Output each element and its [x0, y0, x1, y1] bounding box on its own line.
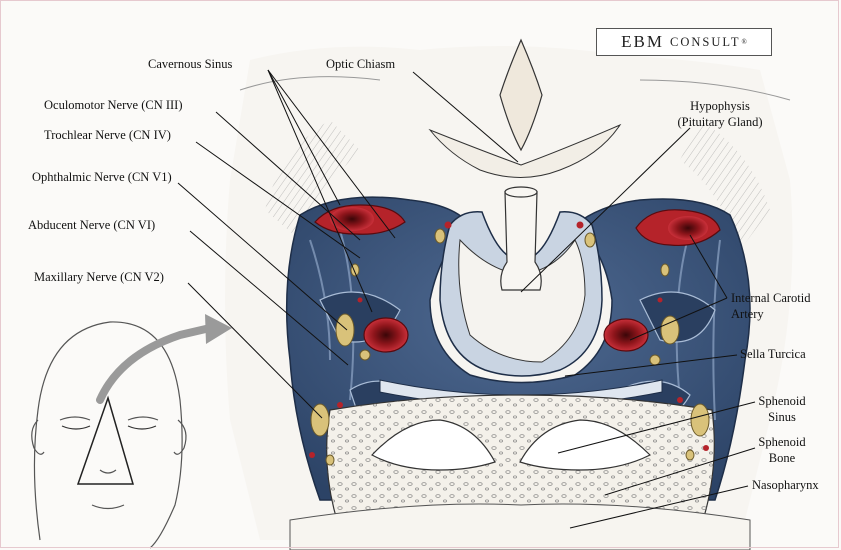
- label-trochlear-nerve: Trochlear Nerve (CN IV): [44, 128, 171, 143]
- sphenoid-bone-shape: [290, 395, 750, 550]
- label-sphenoid-sinus-2: Sinus: [768, 410, 796, 425]
- label-artery: Artery: [731, 307, 764, 322]
- label-oculomotor-nerve: Oculomotor Nerve (CN III): [44, 98, 183, 113]
- logo-word: CONSULT: [670, 35, 741, 50]
- label-pituitary-gland: (Pituitary Gland): [677, 115, 762, 130]
- logo-brand: EBM: [621, 32, 664, 52]
- label-hypophysis: Hypophysis: [690, 99, 750, 114]
- label-sella-turcica: Sella Turcica: [740, 347, 806, 362]
- label-nasopharynx: Nasopharynx: [752, 478, 819, 493]
- label-internal-carotid: Internal Carotid: [731, 291, 811, 306]
- pituitary-gland-shape: [440, 187, 602, 376]
- label-sphenoid-bone-2: Bone: [769, 451, 795, 466]
- label-optic-chiasm: Optic Chiasm: [326, 57, 395, 72]
- label-ophthalmic-nerve: Ophthalmic Nerve (CN V1): [32, 170, 172, 185]
- label-sphenoid-sinus-1: Sphenoid: [758, 394, 805, 409]
- label-sphenoid-bone-1: Sphenoid: [758, 435, 805, 450]
- label-maxillary-nerve: Maxillary Nerve (CN V2): [34, 270, 164, 285]
- ebm-consult-logo: EBM CONSULT ®: [596, 28, 772, 56]
- pointer-arrow: [100, 328, 210, 400]
- logo-registered-mark: ®: [742, 38, 747, 46]
- label-cavernous-sinus: Cavernous Sinus: [148, 57, 232, 72]
- face-sketch: [32, 322, 186, 548]
- label-abducent-nerve: Abducent Nerve (CN VI): [28, 218, 155, 233]
